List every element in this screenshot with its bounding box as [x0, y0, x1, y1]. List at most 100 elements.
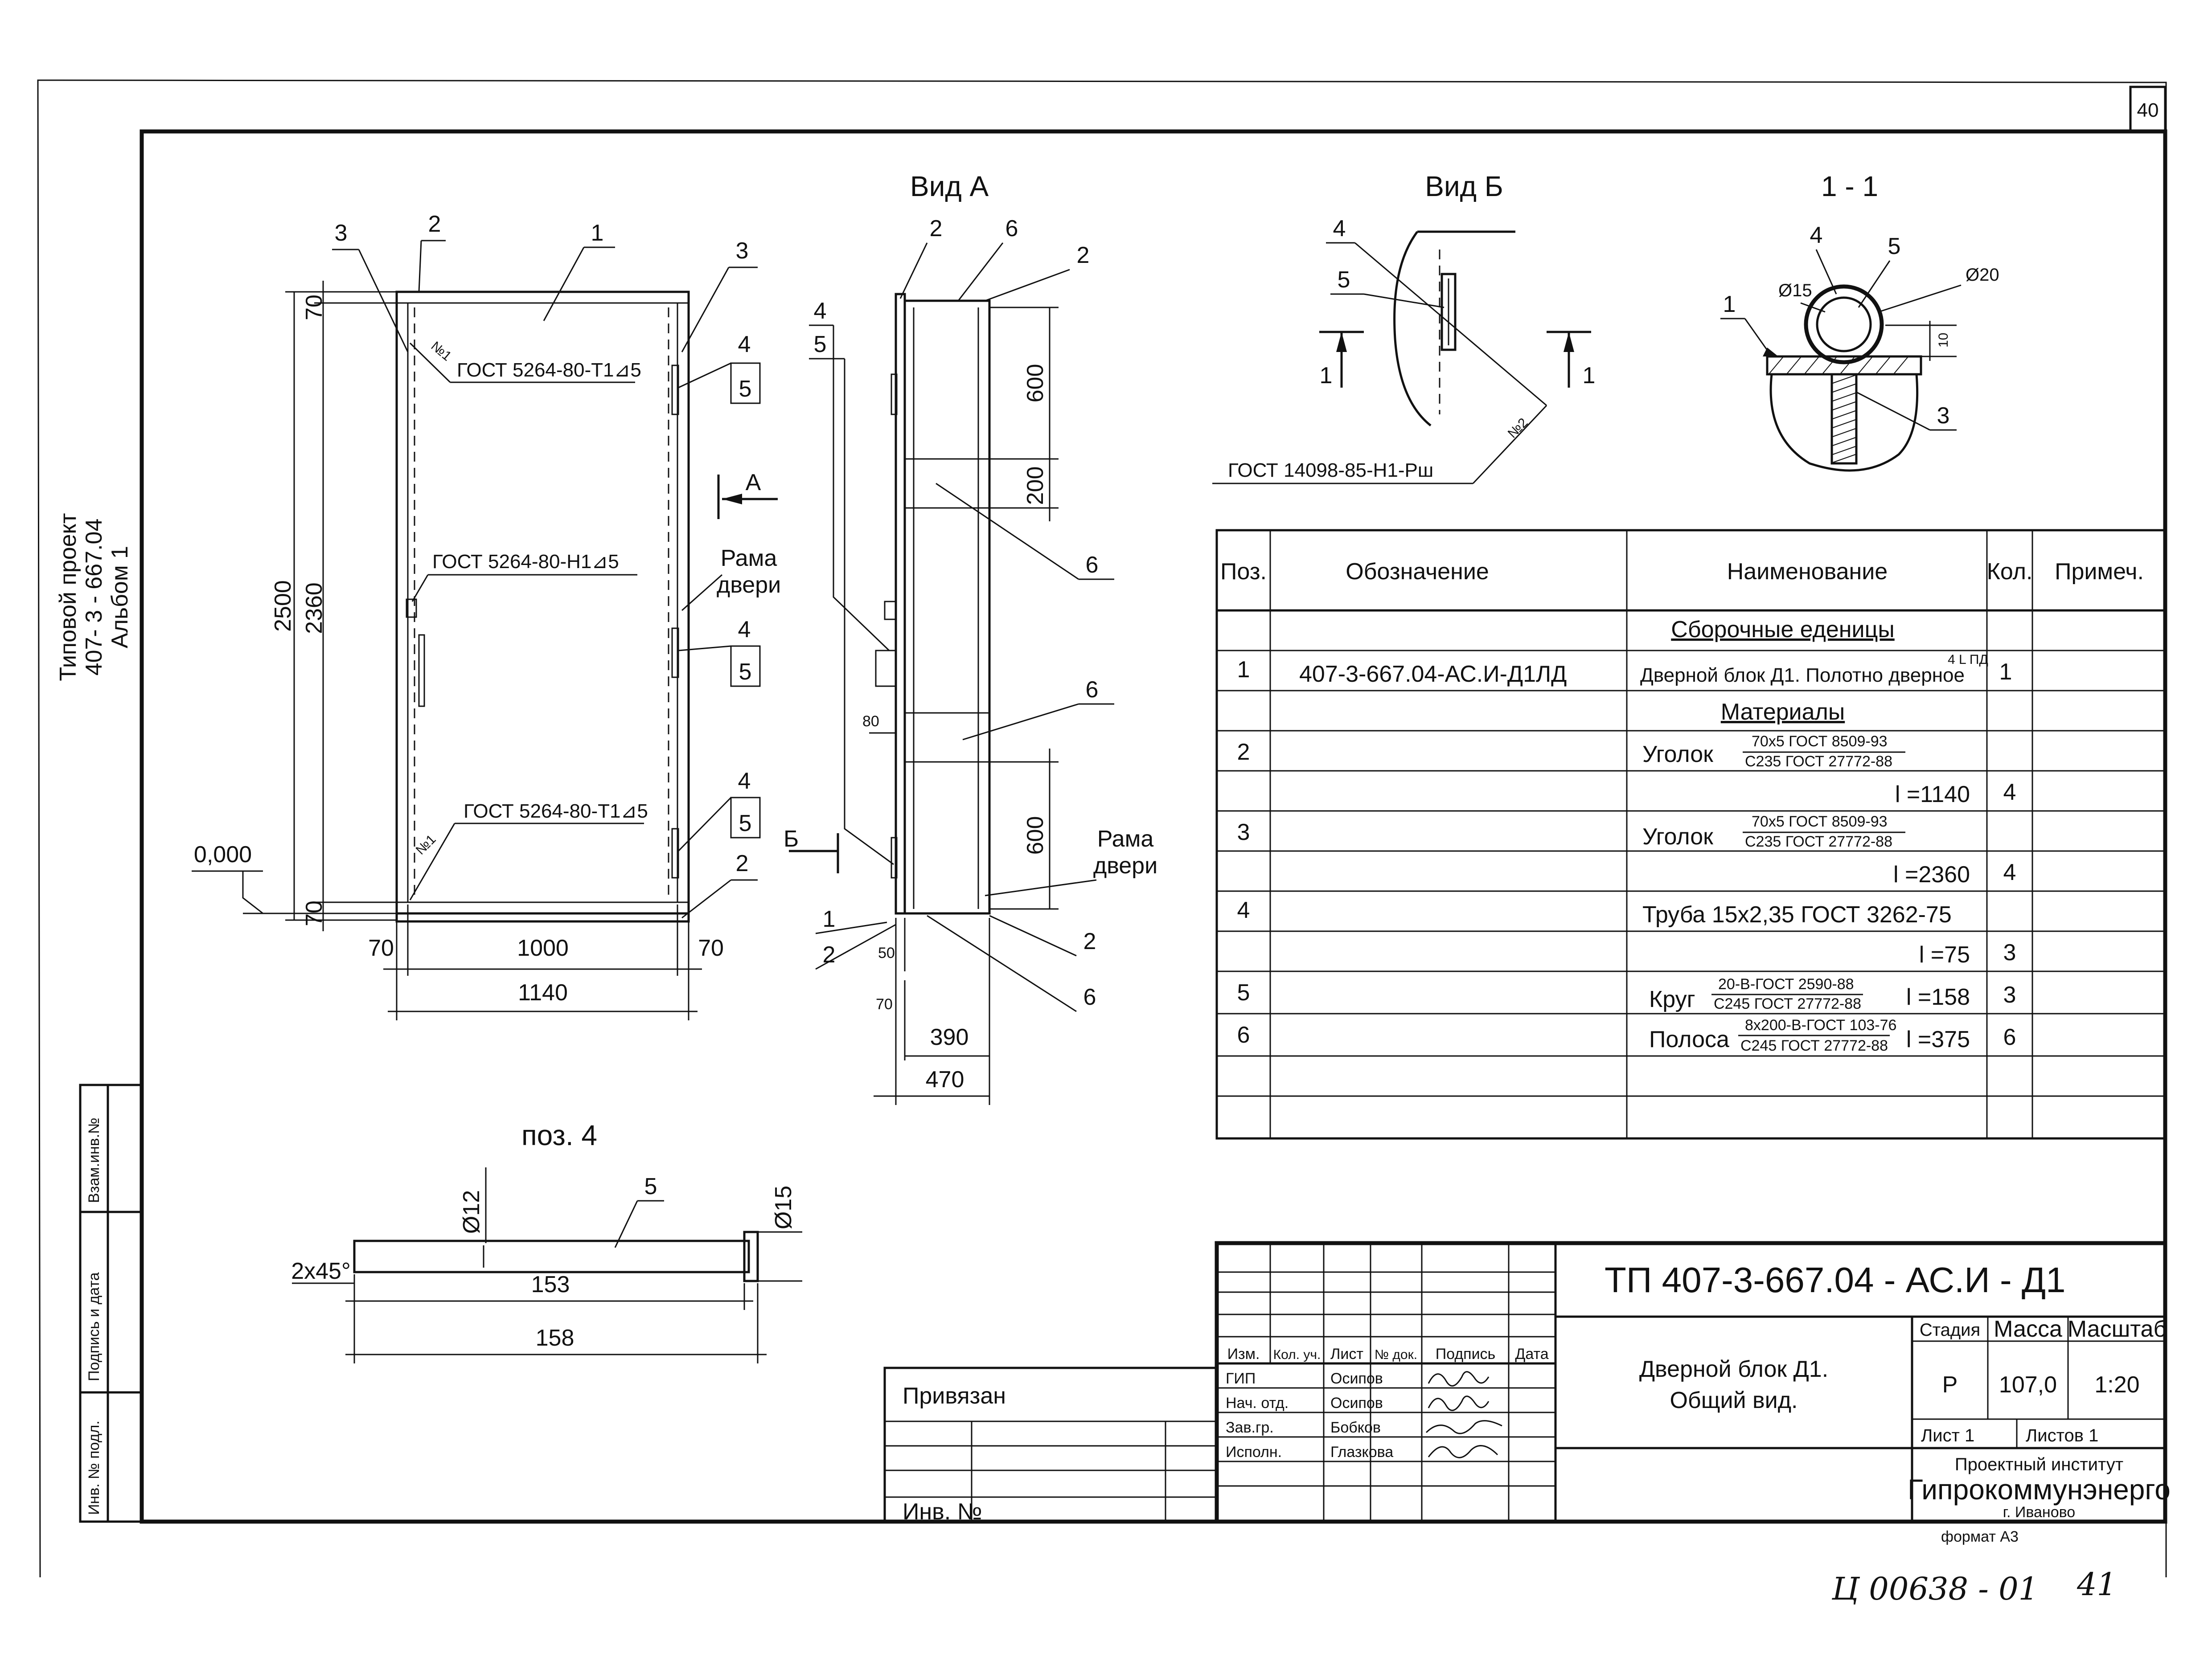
section-1-1: 1 - 1 4 5 1 3 Ø15 Ø20: [1720, 170, 1999, 472]
privyazan-label: Привязан: [903, 1383, 1006, 1409]
svg-text:A: A: [746, 470, 761, 495]
attachment-box: Привязан Инв. №: [883, 1367, 1218, 1525]
svg-text:158: 158: [536, 1325, 575, 1351]
svg-text:1: 1: [591, 220, 604, 246]
svg-text:5: 5: [814, 332, 827, 357]
svg-text:Осипов: Осипов: [1330, 1370, 1383, 1387]
svg-text:5: 5: [739, 376, 752, 402]
svg-text:Ø15: Ø15: [1778, 281, 1812, 300]
svg-text:6: 6: [2003, 1024, 2016, 1050]
svg-text:70: 70: [368, 935, 394, 961]
svg-text:1: 1: [1320, 363, 1333, 389]
svg-text:Осипов: Осипов: [1330, 1395, 1383, 1412]
svg-text:С235 ГОСТ 27772-88: С235 ГОСТ 27772-88: [1745, 753, 1892, 770]
svg-text:Кол. уч.: Кол. уч.: [1273, 1347, 1321, 1362]
svg-text:3: 3: [736, 238, 749, 264]
svg-text:Дверной блок Д1. Полотно двер: Дверной блок Д1. Полотно дверное: [1640, 664, 1965, 686]
th-qty: Кол.: [1987, 559, 2033, 585]
svg-text:Масштаб: Масштаб: [2068, 1316, 2167, 1342]
th-pos: Поз.: [1220, 559, 1267, 585]
signature-2: [1428, 1396, 1490, 1411]
group-materials: Материалы: [1721, 699, 1845, 725]
svg-text:2500: 2500: [270, 580, 296, 632]
front-view: 1 2 3 3 4 5 4 5 4 5 2 ГОСТ 5264-80-Т1⊿5 …: [192, 211, 781, 1020]
svg-text:5: 5: [1237, 980, 1250, 1006]
svg-text:4: 4: [1810, 222, 1823, 248]
svg-text:20-В-ГОСТ 2590-88: 20-В-ГОСТ 2590-88: [1718, 976, 1854, 993]
svg-text:С235 ГОСТ 27772-88: С235 ГОСТ 27772-88: [1745, 833, 1892, 850]
svg-text:двери: двери: [1093, 853, 1157, 879]
svg-text:2: 2: [1237, 739, 1250, 765]
handwritten-code: Ц 00638 - 01: [1831, 1571, 2038, 1607]
svg-text:4: 4: [2003, 859, 2016, 885]
svg-text:ГИП: ГИП: [1226, 1370, 1256, 1387]
svg-text:10: 10: [1936, 333, 1951, 348]
svg-text:5: 5: [739, 810, 752, 836]
svg-text:70x5 ГОСТ 8509-93: 70x5 ГОСТ 8509-93: [1752, 813, 1888, 830]
svg-text:70: 70: [876, 996, 893, 1013]
svg-text:№1: №1: [413, 832, 439, 858]
svg-text:6: 6: [1086, 552, 1099, 578]
svg-text:l =75: l =75: [1919, 942, 1970, 968]
svg-text:4: 4: [1333, 216, 1346, 241]
svg-text:5: 5: [644, 1174, 657, 1199]
th-note: Примеч.: [2055, 559, 2144, 585]
level-mark: 0,000: [194, 842, 252, 868]
svg-text:70: 70: [698, 935, 724, 961]
document-code: ТП 407-3-667.04 - АС.И - Д1: [1605, 1260, 2066, 1300]
svg-text:Лист: Лист: [1330, 1346, 1363, 1363]
svg-text:2360: 2360: [301, 582, 327, 634]
svg-text:№2: №2: [1505, 415, 1531, 441]
svg-text:1: 1: [823, 906, 836, 932]
svg-text:Стадия: Стадия: [1920, 1320, 1980, 1340]
weld-note-view-b: ГОСТ 14098-85-Н1-Рш: [1228, 459, 1433, 481]
svg-text:70x5 ГОСТ 8509-93: 70x5 ГОСТ 8509-93: [1752, 733, 1888, 750]
margin-podpis: Подпись и дата: [86, 1272, 103, 1381]
svg-text:С245 ГОСТ 27772-88: С245 ГОСТ 27772-88: [1740, 1037, 1888, 1054]
svg-text:4 L ПД: 4 L ПД: [1948, 652, 1988, 667]
drawing-title-2: Общий вид.: [1670, 1387, 1798, 1413]
svg-text:407- 3 - 667.04: 407- 3 - 667.04: [81, 519, 107, 676]
svg-text:Проектный институт: Проектный институт: [1955, 1455, 2123, 1474]
svg-text:3: 3: [1237, 819, 1250, 845]
paper-format: формат А3: [1941, 1528, 2019, 1545]
svg-text:2: 2: [1083, 929, 1096, 954]
svg-text:Рама: Рама: [721, 545, 777, 571]
inv-no-label: Инв. №: [903, 1499, 982, 1525]
svg-text:6: 6: [1086, 677, 1099, 703]
svg-text:1: 1: [1723, 291, 1736, 317]
side-view-a: Вид А 2 6 2 4 5 6 6 Рама двери 2: [784, 170, 1157, 1105]
svg-text:2: 2: [1077, 242, 1090, 268]
view-a-title: Вид А: [910, 170, 989, 202]
svg-text:200: 200: [1022, 467, 1048, 505]
svg-text:5: 5: [739, 659, 752, 685]
weld-note-mid: ГОСТ 5264-80-Н1⊿5: [432, 551, 619, 573]
title-block: Изм. Кол. уч. Лист № док. Подпись Дата Г…: [1215, 1241, 2171, 1545]
svg-text:Ø12: Ø12: [459, 1190, 484, 1234]
svg-text:4: 4: [738, 617, 751, 643]
svg-text:Типовой проект: Типовой проект: [55, 513, 81, 681]
svg-text:Изм.: Изм.: [1227, 1346, 1260, 1363]
svg-text:Дата: Дата: [1515, 1346, 1548, 1363]
svg-text:3: 3: [2003, 940, 2016, 966]
svg-text:407-3-667.04-АС.И-Д1ЛД: 407-3-667.04-АС.И-Д1ЛД: [1299, 661, 1567, 687]
svg-text:Рама: Рама: [1097, 826, 1154, 852]
svg-text:4: 4: [814, 298, 827, 324]
svg-text:Круг: Круг: [1649, 986, 1695, 1012]
svg-text:5: 5: [1888, 233, 1901, 259]
svg-text:№ док.: № док.: [1375, 1347, 1417, 1362]
svg-text:2x45°: 2x45°: [291, 1258, 351, 1284]
svg-text:600: 600: [1022, 364, 1048, 403]
svg-text:6: 6: [1083, 984, 1096, 1010]
svg-text:Листов 1: Листов 1: [2026, 1426, 2098, 1445]
svg-text:470: 470: [926, 1067, 964, 1093]
svg-text:600: 600: [1022, 816, 1048, 855]
handwritten-number: 41: [2077, 1566, 2117, 1603]
signature-4: [1428, 1445, 1498, 1458]
svg-text:5: 5: [1338, 267, 1350, 293]
svg-text:Уголок: Уголок: [1642, 824, 1713, 850]
svg-text:двери: двери: [717, 572, 781, 598]
svg-text:4: 4: [1237, 897, 1250, 923]
svg-text:153: 153: [531, 1272, 570, 1297]
svg-text:6: 6: [1005, 216, 1018, 241]
